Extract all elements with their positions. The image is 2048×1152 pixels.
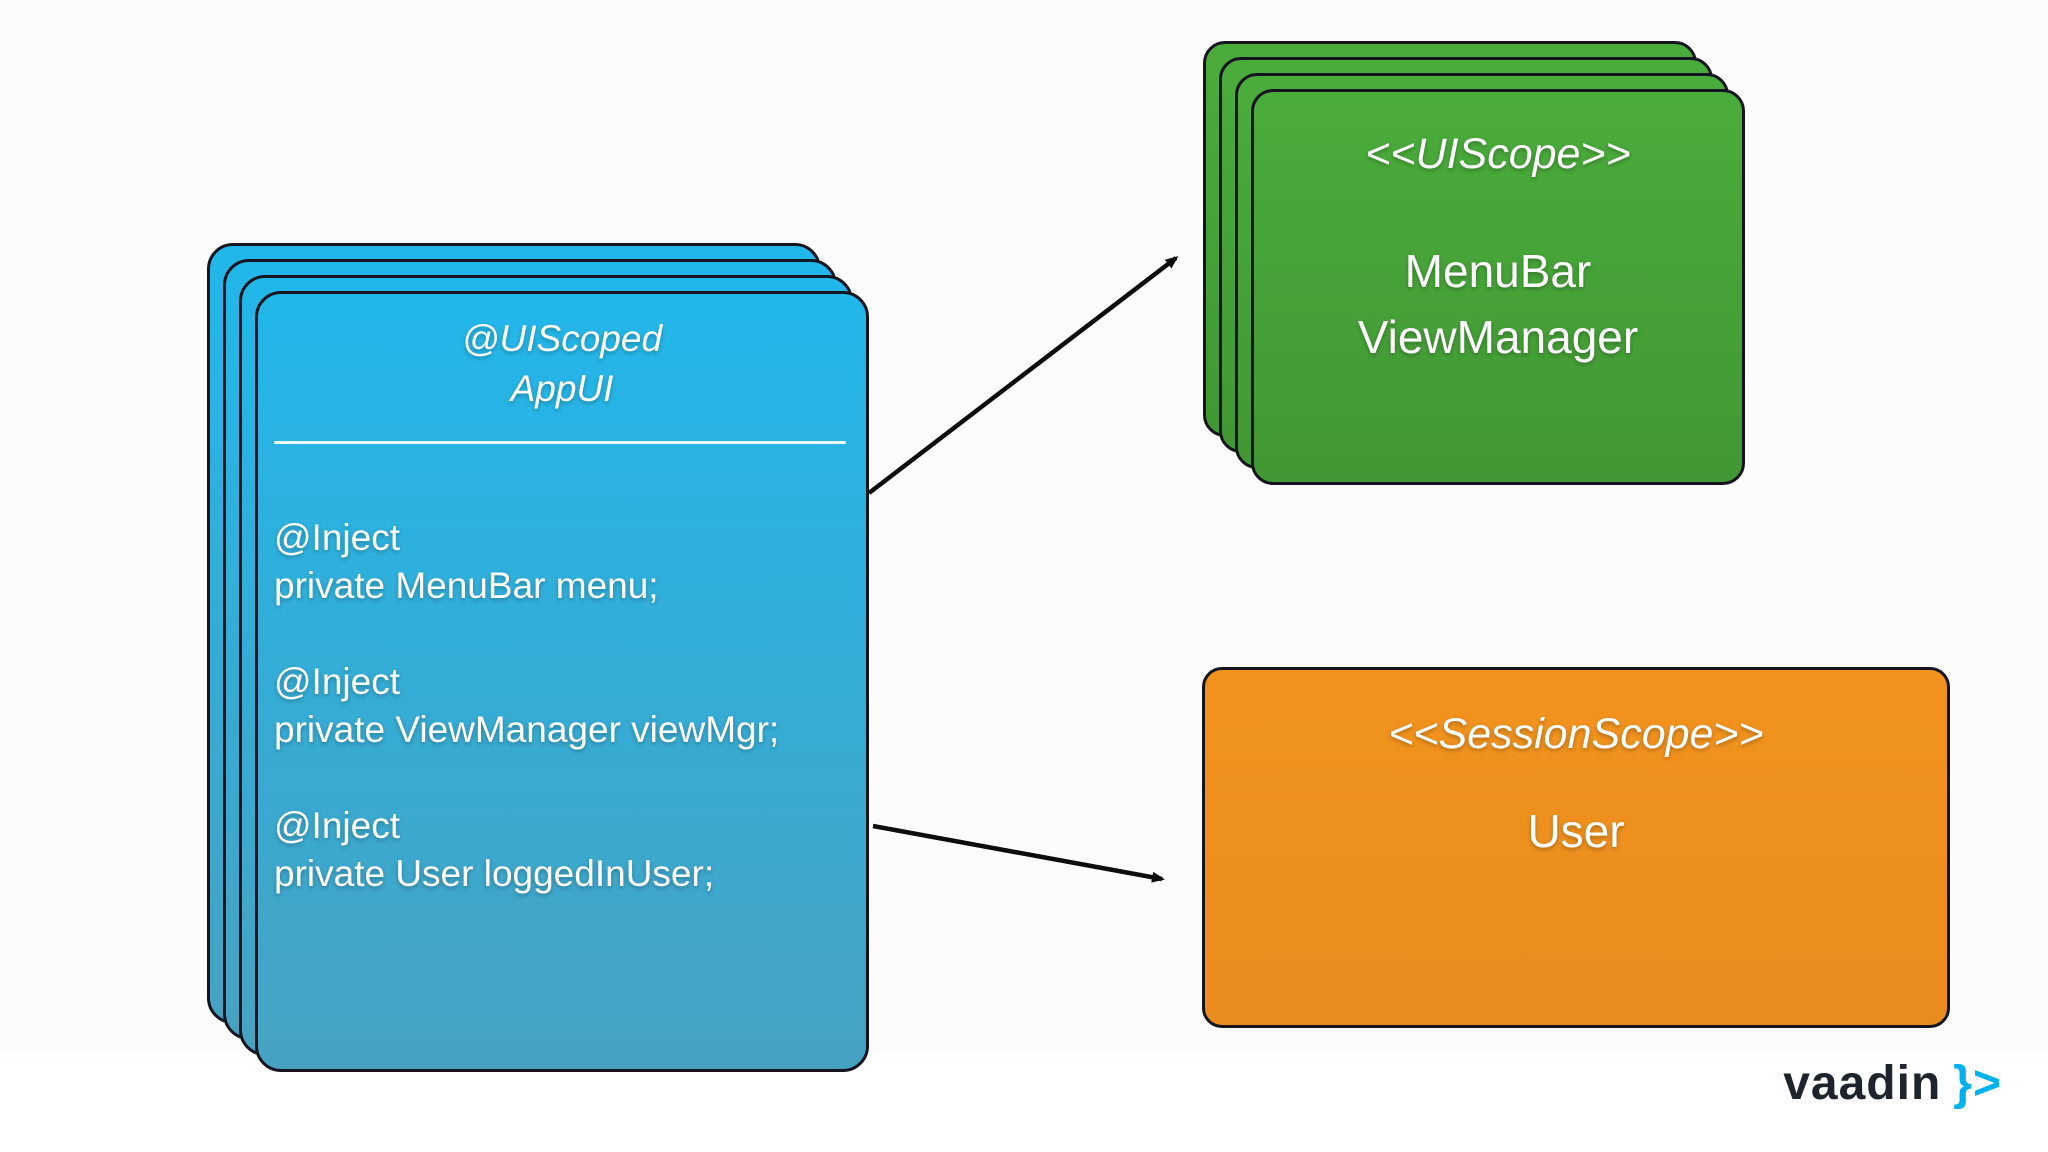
vaadin-logo: vaadin}>: [1783, 1056, 2002, 1111]
appui-stereotype: @UIScoped: [461, 318, 663, 359]
code-line: private User loggedInUser;: [274, 853, 715, 894]
uiscope-member-viewmanager: ViewManager: [1357, 311, 1639, 363]
code-line: @Inject: [274, 661, 400, 702]
code-line: @Inject: [274, 517, 400, 558]
sessionscope-card: <<SessionScope>> User: [1202, 667, 1950, 1028]
sessionscope-stereotype: <<SessionScope>>: [1388, 710, 1764, 758]
appui-card: @UIScoped AppUI @Inject private MenuBar …: [255, 291, 869, 1072]
appui-divider: [274, 441, 846, 444]
uiscope-member-menubar: MenuBar: [1404, 245, 1592, 297]
arrow-appui-to-sessionscope: [872, 823, 1165, 883]
vaadin-logo-text: vaadin: [1783, 1057, 1942, 1110]
appui-stereotype-label: @UIScoped AppUI: [258, 294, 866, 414]
vaadin-logo-glyph: }>: [1953, 1057, 2002, 1110]
code-line-blank: [274, 754, 866, 802]
code-line-blank: [274, 610, 866, 658]
appui-code-block: @Inject private MenuBar menu; @Inject pr…: [258, 514, 866, 898]
appui-class-name: AppUI: [510, 368, 614, 409]
code-line: @Inject: [274, 805, 400, 846]
sessionscope-member-user: User: [1527, 805, 1625, 857]
uiscope-stereotype: <<UIScope>>: [1365, 130, 1631, 178]
uiscope-members: MenuBar ViewManager: [1254, 238, 1742, 370]
code-line: private ViewManager viewMgr;: [274, 709, 780, 750]
sessionscope-members: User: [1205, 798, 1947, 864]
arrow-appui-to-uiscope: [867, 256, 1179, 495]
code-line: private MenuBar menu;: [274, 565, 659, 606]
uiscope-card: <<UIScope>> MenuBar ViewManager: [1251, 89, 1745, 485]
